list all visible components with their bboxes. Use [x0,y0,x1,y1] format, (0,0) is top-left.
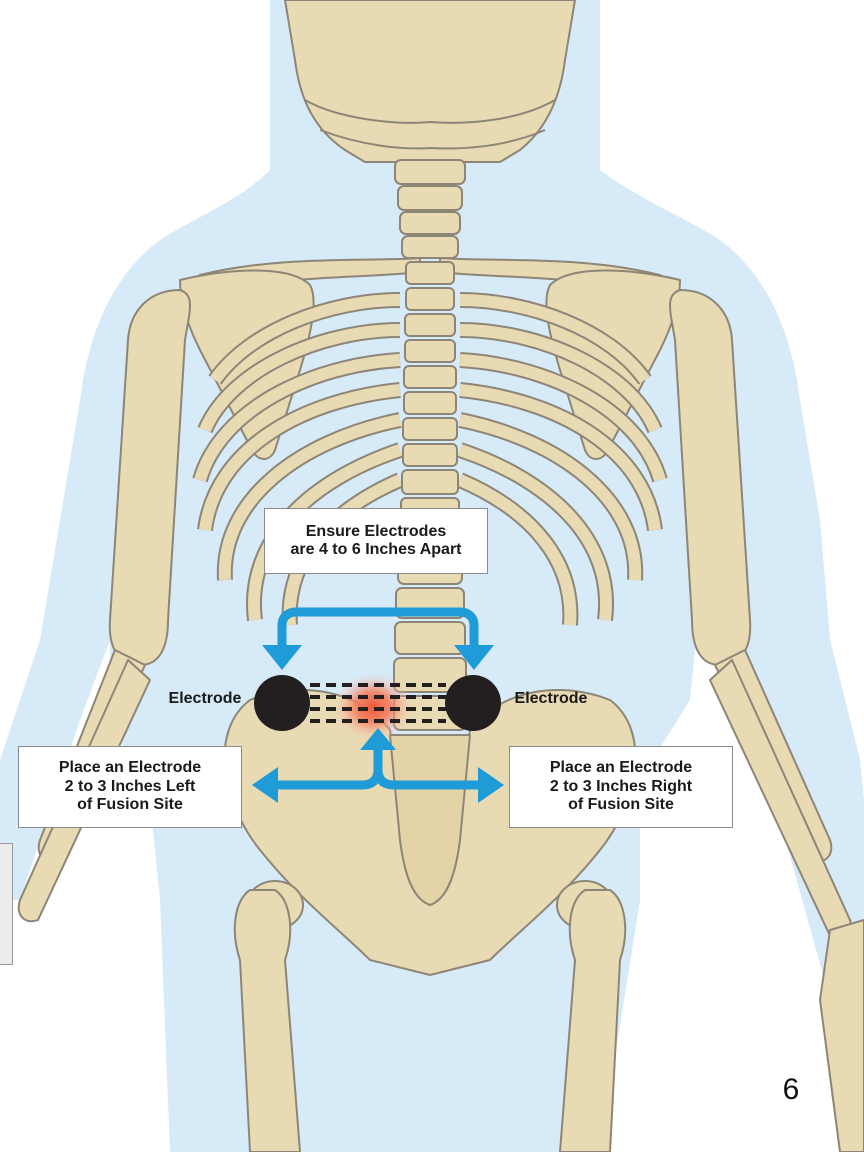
left-electrode [254,675,310,731]
side-tab [0,843,13,965]
right-box-line2: 2 to 3 Inches Right [550,778,692,796]
left-box-line3: of Fusion Site [77,796,183,814]
right-instruction-box: Place an Electrode 2 to 3 Inches Right o… [509,746,733,828]
left-box-line1: Place an Electrode [59,759,201,777]
left-electrode-label: Electrode [160,690,250,708]
right-box-line1: Place an Electrode [550,759,692,777]
top-instruction-box: Ensure Electrodes are 4 to 6 Inches Apar… [264,508,488,574]
right-electrode-label: Electrode [506,690,596,708]
right-electrode [445,675,501,731]
top-box-line1: Ensure Electrodes [306,523,447,541]
skull [285,0,575,162]
top-box-line2: are 4 to 6 Inches Apart [290,541,461,559]
left-box-line2: 2 to 3 Inches Left [65,778,196,796]
right-box-line3: of Fusion Site [568,796,674,814]
page-number: 6 [776,1073,806,1107]
left-instruction-box: Place an Electrode 2 to 3 Inches Left of… [18,746,242,828]
